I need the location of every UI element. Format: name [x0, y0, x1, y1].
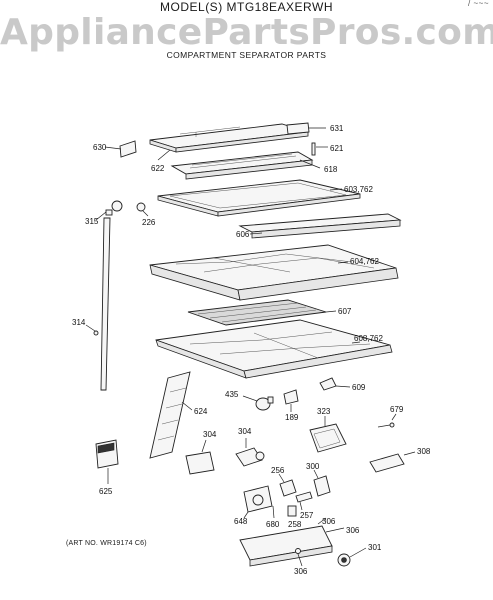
part-323-housing	[309, 416, 347, 453]
callout-435: 435	[225, 390, 239, 399]
callout-631: 631	[330, 124, 344, 133]
part-256-switch	[278, 473, 297, 497]
callout-608-762: 608,762	[354, 334, 383, 343]
callout-189: 189	[285, 413, 299, 422]
callout-621: 621	[330, 144, 344, 153]
callout-618: 618	[324, 165, 338, 174]
watermark-logo: AppliancePartsPros.com	[0, 12, 493, 53]
callout-622: 622	[151, 164, 165, 173]
part-306-base-plate	[239, 517, 345, 567]
callout-606: 606	[236, 230, 250, 239]
model-heading: MODEL(S) MTG18EAXERWH / ~~~	[0, 0, 493, 14]
part-300-thermostat	[313, 469, 331, 497]
part-621-pin	[311, 142, 328, 156]
callout-300: 300	[306, 462, 320, 471]
callout-226: 226	[142, 218, 156, 227]
part-624-duct	[149, 371, 193, 459]
part-680-screw	[272, 505, 275, 519]
part-257-wire-connector	[295, 491, 313, 511]
callout-624: 624	[194, 407, 208, 416]
callout-306-top: 306	[322, 517, 336, 526]
art-number: (ART NO. WR19174 C6)	[66, 540, 147, 547]
part-315-rod-assembly	[85, 200, 149, 391]
part-435-lamp	[242, 395, 274, 411]
callout-314: 314	[72, 318, 86, 327]
callout-604-762: 604,762	[350, 257, 379, 266]
part-607-mesh-filter	[187, 299, 337, 326]
callout-304-right: 304	[238, 427, 252, 436]
part-604-cover	[149, 244, 399, 301]
diagram-subtitle: COMPARTMENT SEPARATOR PARTS	[166, 50, 327, 60]
part-648-motor	[243, 485, 273, 519]
callout-256: 256	[271, 466, 285, 475]
part-304-component-left	[185, 439, 215, 475]
callout-308: 308	[417, 447, 431, 456]
callout-306-right: 306	[346, 526, 360, 535]
callout-258: 258	[288, 520, 302, 529]
part-625-control	[95, 439, 119, 484]
callout-679: 679	[390, 405, 404, 414]
part-606-rail	[238, 213, 402, 239]
part-603-shelf	[157, 179, 361, 217]
header-edge-mark: / ~~~	[468, 0, 489, 8]
part-304-component-right	[235, 438, 265, 467]
part-679-screw	[377, 413, 397, 428]
part-608-tray	[155, 319, 393, 379]
callout-630: 630	[93, 143, 107, 152]
part-630-bracket	[104, 140, 137, 158]
model-number: MODEL(S) MTG18EAXERWH	[160, 0, 333, 14]
part-622-top-cover	[149, 123, 309, 161]
part-308-bracket	[369, 451, 416, 473]
callout-306-bottom: 306	[294, 567, 308, 576]
callout-603-762: 603,762	[344, 185, 373, 194]
callout-625: 625	[99, 487, 113, 496]
callout-315: 315	[85, 217, 99, 226]
part-631-plate	[286, 122, 326, 135]
callout-257: 257	[300, 511, 314, 520]
callout-304-left: 304	[203, 430, 217, 439]
part-258-clip	[287, 505, 297, 517]
part-189-socket	[283, 389, 299, 412]
part-609-knob	[319, 377, 351, 391]
callout-680: 680	[266, 520, 280, 529]
part-618-louver-frame	[170, 151, 321, 180]
part-301-knob	[337, 547, 367, 567]
callout-323: 323	[317, 407, 331, 416]
callout-609: 609	[352, 383, 366, 392]
callout-607: 607	[338, 307, 352, 316]
callout-301: 301	[368, 543, 382, 552]
callout-648: 648	[234, 517, 248, 526]
